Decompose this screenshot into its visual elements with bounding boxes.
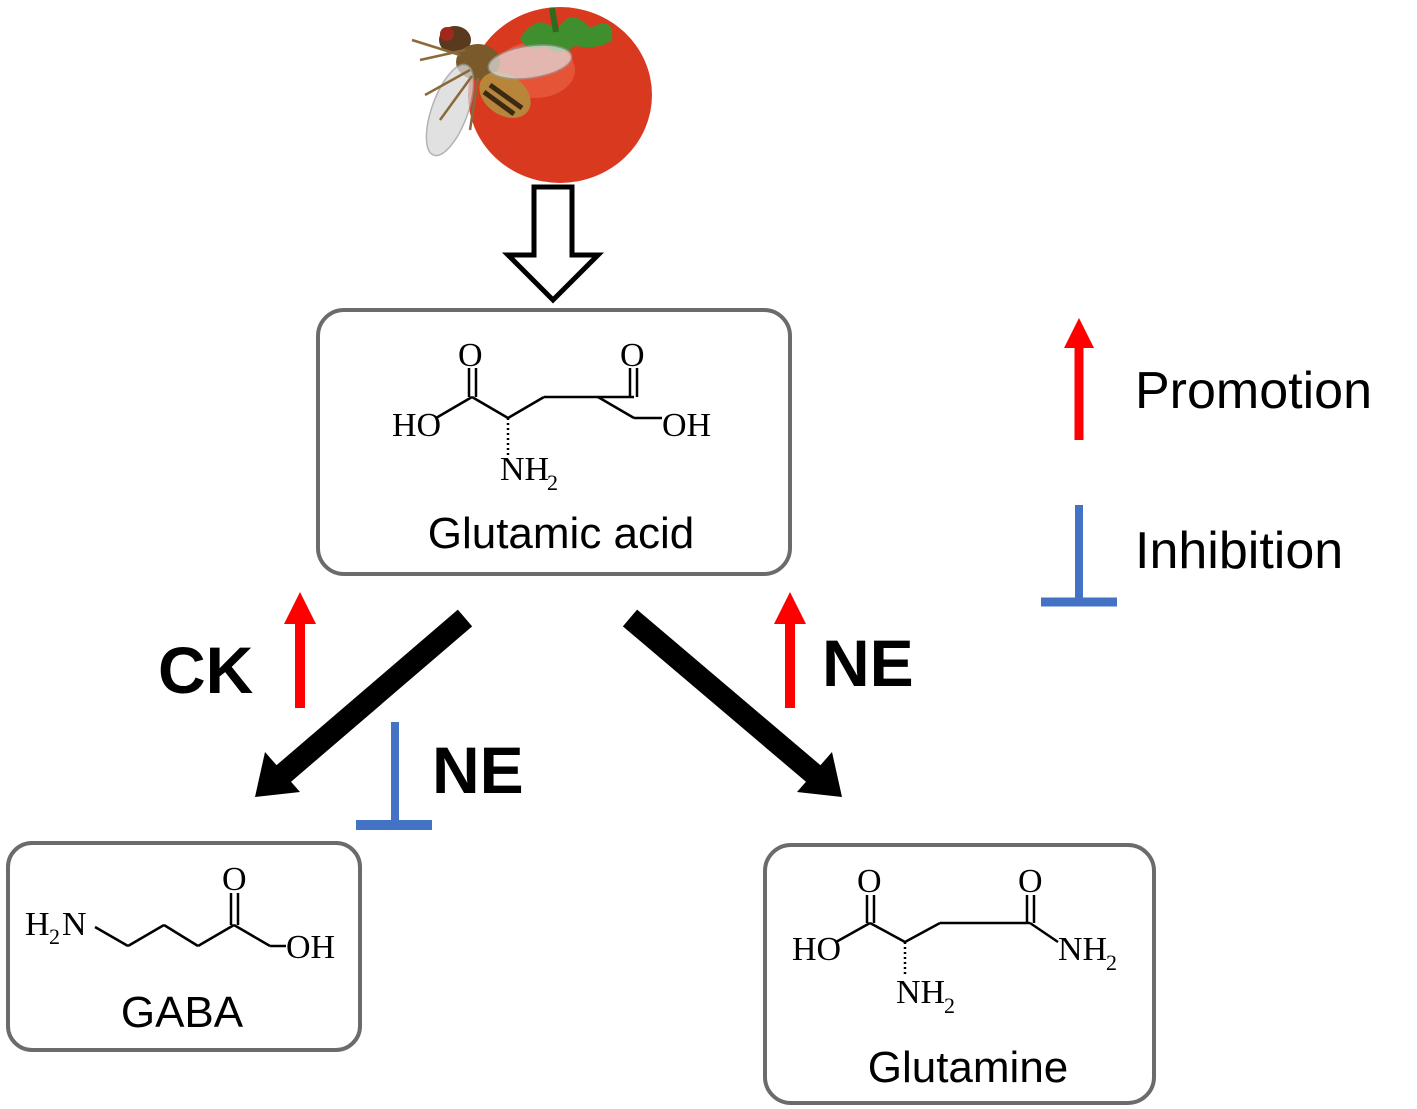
glu-ho: HO bbox=[392, 407, 441, 444]
glutamic-acid-box bbox=[316, 308, 792, 576]
fruit-fly-icon bbox=[411, 26, 573, 157]
gaba-structure: H 2 N O OH bbox=[25, 861, 335, 966]
glutamine-structure: O O HO NH 2 NH 2 bbox=[792, 863, 1117, 1018]
ne-label-gaba: NE bbox=[432, 733, 524, 807]
gln-ho: HO bbox=[792, 931, 841, 968]
gln-nh: NH bbox=[896, 974, 945, 1011]
glutamine-box bbox=[763, 843, 1156, 1105]
inhibition-legend-icon bbox=[1041, 505, 1117, 607]
gaba-box bbox=[6, 841, 362, 1052]
glutamine-label: Glutamine bbox=[868, 1043, 1069, 1092]
glu-nh: NH bbox=[500, 451, 549, 488]
gln-o-left: O bbox=[857, 863, 882, 900]
gln-nh-amide-sub: 2 bbox=[1106, 950, 1117, 975]
gln-o-right: O bbox=[1018, 863, 1043, 900]
promotion-legend-arrowhead bbox=[1064, 318, 1094, 348]
ne-promotion-arrowhead bbox=[774, 592, 806, 624]
ck-promotion-arrowhead bbox=[284, 592, 316, 624]
glu-oh: OH bbox=[662, 407, 711, 444]
legend-inhibition-label: Inhibition bbox=[1135, 522, 1343, 580]
ck-label: CK bbox=[158, 633, 254, 707]
glutamic-acid-label: Glutamic acid bbox=[428, 509, 695, 558]
gaba-h: H bbox=[25, 906, 50, 943]
glutamic-acid-structure: O O HO OH NH 2 bbox=[392, 337, 711, 495]
ne-label-glutamine: NE bbox=[822, 626, 914, 700]
arrow-to-glutamine bbox=[622, 609, 842, 797]
gaba-n: N bbox=[62, 906, 87, 943]
gaba-oh: OH bbox=[286, 929, 335, 966]
gln-nh-amide: NH bbox=[1058, 931, 1107, 968]
ne-inhibition-gaba bbox=[356, 722, 432, 830]
legend-promotion-label: Promotion bbox=[1135, 362, 1372, 420]
arrow-to-gaba bbox=[255, 609, 473, 797]
gaba-label: GABA bbox=[121, 988, 244, 1037]
gln-nh-sub: 2 bbox=[944, 993, 955, 1018]
flow-arrow bbox=[501, 184, 605, 304]
gaba-o: O bbox=[222, 861, 247, 898]
gaba-h-sub: 2 bbox=[49, 924, 60, 949]
glu-o-left: O bbox=[458, 337, 483, 374]
glu-o-right: O bbox=[620, 337, 645, 374]
glu-nh-sub: 2 bbox=[547, 470, 558, 495]
